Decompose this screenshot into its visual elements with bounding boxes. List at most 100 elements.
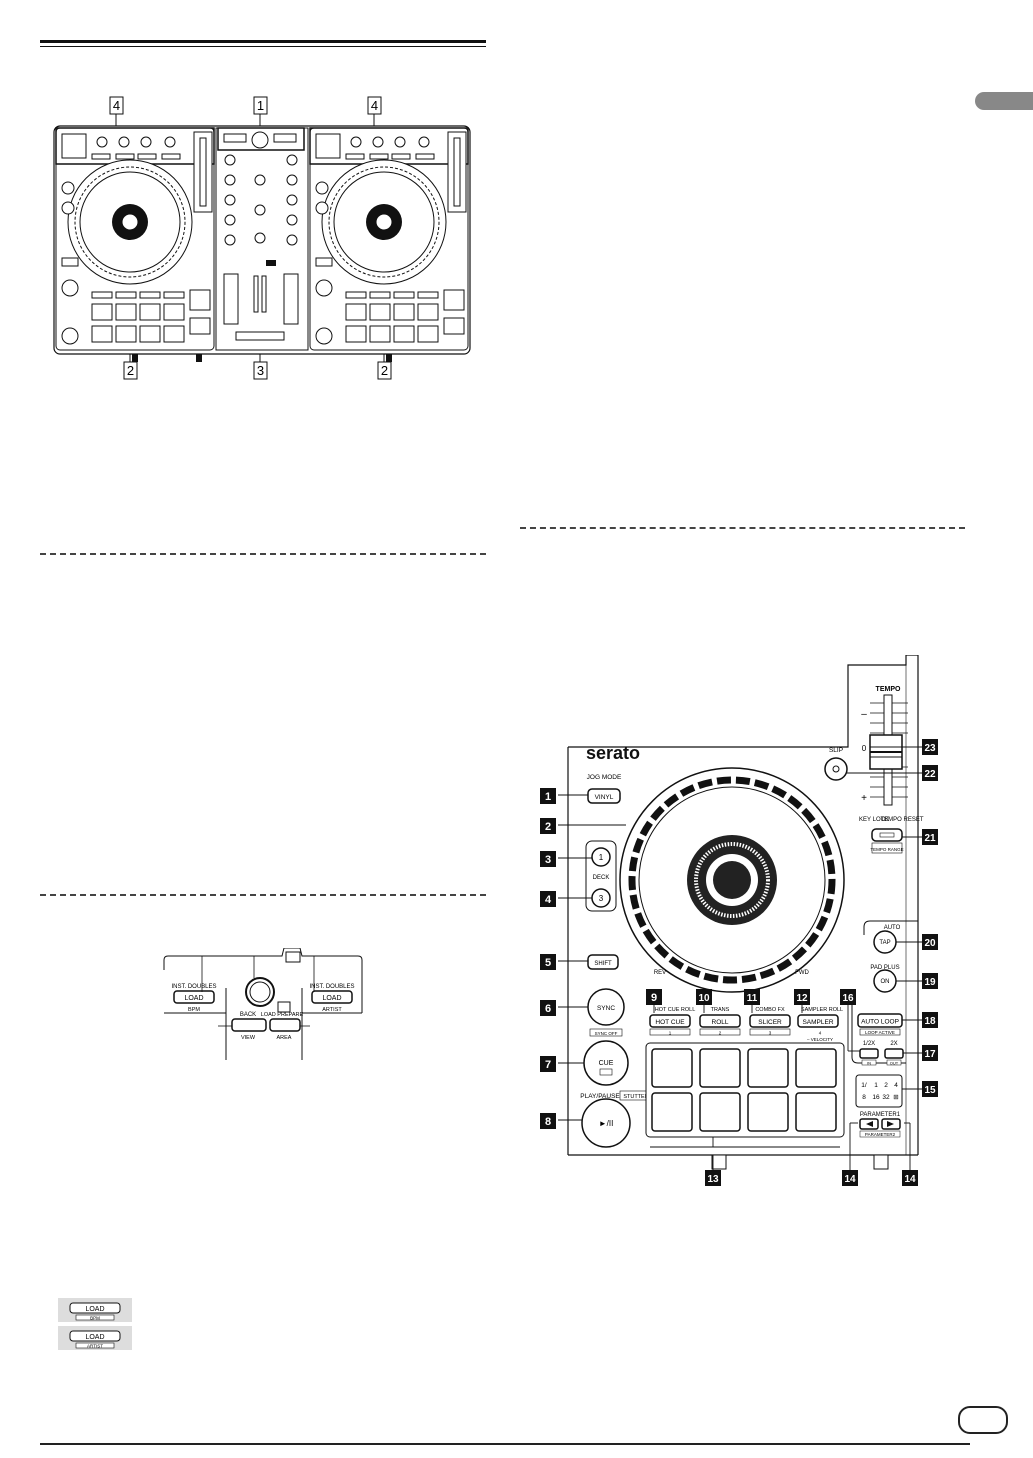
svg-text:AUTO LOOP: AUTO LOOP: [861, 1019, 899, 1026]
svg-text:VIEW: VIEW: [241, 1035, 256, 1041]
svg-text:1: 1: [874, 1082, 878, 1089]
svg-text:4: 4: [545, 894, 552, 906]
callout-6: 6: [540, 1000, 556, 1016]
shift-button: SHIFT: [587, 954, 619, 970]
svg-text:PAD PLUS: PAD PLUS: [870, 965, 899, 971]
slicer-mode-button: SLICER: [749, 1014, 791, 1028]
auto-loop-button: AUTO LOOP: [857, 1013, 903, 1028]
load-bpm-icon: LOAD BPM: [69, 1302, 121, 1321]
play-pause-button: ►/II: [581, 1098, 631, 1148]
svg-text:LOAD: LOAD: [85, 1306, 104, 1313]
svg-text:14: 14: [904, 1174, 916, 1185]
callout-9: 9: [646, 989, 662, 1005]
callout-13: 13: [705, 1170, 721, 1186]
slip-button: [824, 757, 848, 781]
svg-text:32: 32: [882, 1094, 890, 1101]
key-lock-button: [871, 828, 903, 842]
svg-text:LOAD: LOAD: [322, 995, 341, 1002]
language-badge: [958, 1406, 1008, 1434]
svg-text:INST. DOUBLES: INST. DOUBLES: [171, 984, 216, 990]
load-artist-icon: LOAD ARTIST: [69, 1330, 121, 1349]
callout-22: 22: [922, 765, 938, 781]
section-divider: [40, 553, 486, 555]
callout-20: 20: [922, 934, 938, 950]
callout-11: 11: [744, 989, 760, 1005]
callout-14: 14: [842, 1170, 858, 1186]
callout-7: 7: [540, 1056, 556, 1072]
section-divider: [40, 894, 486, 896]
svg-text:21: 21: [924, 833, 936, 844]
svg-text:CUE: CUE: [599, 1060, 614, 1067]
tempo-slider-knob: [869, 734, 903, 770]
svg-text:ARTIST: ARTIST: [322, 1007, 342, 1013]
svg-text:3: 3: [769, 1031, 772, 1036]
load-prepare-button-figure: [269, 1018, 301, 1032]
performance-pads: [651, 1048, 837, 1132]
svg-text:FWD: FWD: [795, 970, 809, 976]
svg-text:SAMPLER: SAMPLER: [802, 1019, 833, 1026]
svg-text:2X: 2X: [890, 1041, 897, 1047]
svg-text:8: 8: [862, 1094, 866, 1101]
serato-logo: serato: [586, 743, 640, 763]
svg-text:STUTTER: STUTTER: [623, 1094, 648, 1100]
callout-12: 12: [794, 989, 810, 1005]
svg-text:TAP: TAP: [879, 940, 890, 946]
parameter-right-button: [881, 1118, 901, 1130]
callout-17: 17: [922, 1045, 938, 1061]
svg-text:1/: 1/: [861, 1082, 867, 1089]
svg-text:6: 6: [545, 1003, 551, 1015]
svg-text:12: 12: [796, 993, 808, 1004]
svg-text:JOG MODE: JOG MODE: [587, 774, 622, 781]
vinyl-button: VINYL: [587, 788, 621, 804]
back-button-figure: [231, 1018, 267, 1032]
svg-text:LOOP ACTIVE: LOOP ACTIVE: [865, 1030, 895, 1035]
pad-plus-on-button: ON: [873, 969, 897, 993]
overview-callout: 3: [253, 361, 268, 380]
svg-text:BACK: BACK: [240, 1012, 256, 1018]
svg-text:+: +: [861, 793, 867, 804]
loop-double-button: [884, 1048, 904, 1059]
hot-cue-mode-button: HOT CUE: [649, 1014, 691, 1028]
svg-text:SLIP: SLIP: [829, 747, 843, 754]
svg-text:5: 5: [545, 957, 551, 969]
svg-text:LOAD: LOAD: [85, 1334, 104, 1341]
svg-text:HOT CUE ROLL: HOT CUE ROLL: [655, 1007, 696, 1013]
svg-text:REV: REV: [654, 970, 666, 976]
svg-text:10: 10: [698, 993, 710, 1004]
svg-text:19: 19: [924, 977, 936, 988]
svg-text:IN: IN: [867, 1061, 871, 1066]
callout-10: 10: [696, 989, 712, 1005]
deck-1-button: 1: [591, 847, 611, 867]
svg-text:VINYL: VINYL: [595, 794, 614, 801]
svg-text:OUT: OUT: [890, 1061, 899, 1066]
svg-text:SYNC: SYNC: [597, 1005, 615, 1012]
svg-text:1: 1: [257, 98, 264, 113]
overview-callout: 2: [123, 361, 138, 380]
overview-callout: 4: [109, 96, 124, 115]
callout-23: 23: [922, 739, 938, 755]
svg-text:BPM: BPM: [90, 1316, 100, 1321]
svg-text:0: 0: [862, 744, 867, 753]
svg-text:3: 3: [599, 894, 604, 903]
callout-3: 3: [540, 851, 556, 867]
svg-text:9: 9: [651, 992, 657, 1004]
svg-text:4: 4: [819, 1031, 822, 1036]
svg-text:2: 2: [127, 363, 134, 378]
svg-text:HOT CUE: HOT CUE: [655, 1019, 685, 1026]
svg-text:1: 1: [599, 853, 604, 862]
svg-text:TRANS: TRANS: [711, 1007, 730, 1013]
svg-text:17: 17: [924, 1049, 936, 1060]
section-rule-thin: [40, 46, 486, 47]
svg-text:LOAD: LOAD: [184, 995, 203, 1002]
svg-text:3: 3: [545, 854, 551, 866]
svg-text:SHIFT: SHIFT: [594, 961, 612, 967]
svg-text:7: 7: [545, 1059, 551, 1071]
svg-text:8: 8: [545, 1116, 551, 1128]
svg-text:20: 20: [924, 938, 936, 949]
svg-text:1: 1: [545, 791, 551, 803]
svg-text:– VELOCITY: – VELOCITY: [807, 1037, 833, 1042]
controller-overview-figure: 4 1 4 2 3 2: [53, 96, 471, 380]
load-icon-figures: LOAD BPM LOAD ARTIST: [58, 1298, 132, 1350]
svg-text:16: 16: [872, 1094, 880, 1101]
svg-text:BPM: BPM: [188, 1007, 200, 1013]
